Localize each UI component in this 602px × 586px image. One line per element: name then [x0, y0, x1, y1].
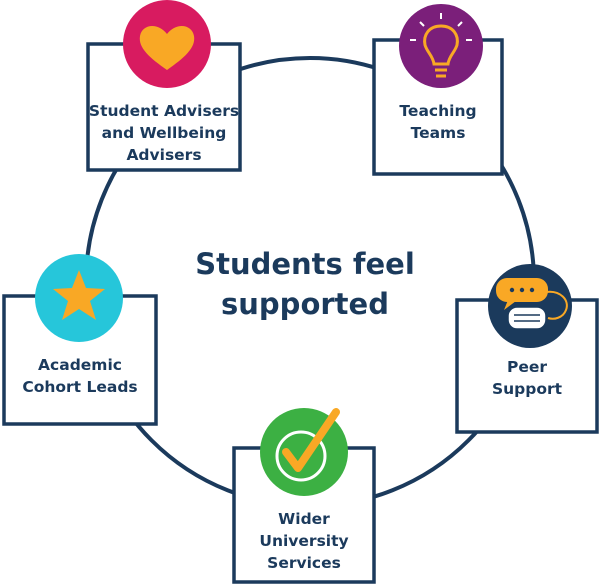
node-academic-cohort-leads: [2, 254, 158, 426]
label-line: Teams: [410, 124, 466, 142]
node-wider-university-services: [232, 408, 376, 584]
label-line: Wider: [278, 510, 330, 528]
node-icon-circle: [488, 264, 572, 348]
center-title-line-2: supported: [221, 287, 389, 321]
label-line: and Wellbeing: [101, 124, 227, 142]
speech-bubbles-icon: [496, 278, 568, 330]
node-student-advisers: [86, 0, 242, 172]
label-line: Peer: [506, 358, 548, 376]
label-line: Cohort Leads: [22, 378, 138, 396]
node-icon-circle: [260, 408, 348, 496]
node-peer-support: [455, 264, 599, 434]
star-icon: [53, 270, 105, 320]
label-line: Academic: [38, 356, 122, 374]
checkmark-icon: [282, 408, 340, 472]
heart-icon: [139, 25, 195, 70]
node-teaching-teams: [372, 4, 504, 176]
label-teaching-teams: Teaching Teams: [374, 100, 502, 144]
center-title-line-1: Students feel: [195, 247, 415, 281]
label-wider-university-services: Wider University Services: [234, 508, 374, 574]
label-line: Advisers: [126, 146, 202, 164]
node-icon-circle: [399, 4, 483, 88]
label-line: University: [259, 532, 349, 550]
label-academic-cohort-leads: Academic Cohort Leads: [4, 354, 156, 398]
lightbulb-icon: [410, 13, 472, 78]
center-title: Students feel supported: [170, 244, 440, 324]
label-student-advisers: Student Advisers and Wellbeing Advisers: [88, 100, 240, 166]
label-line: Teaching: [399, 102, 477, 120]
label-line: Services: [267, 554, 341, 572]
label-peer-support: Peer Support: [457, 356, 597, 400]
label-line: Support: [491, 380, 563, 398]
label-line: Student Advisers: [88, 102, 240, 120]
